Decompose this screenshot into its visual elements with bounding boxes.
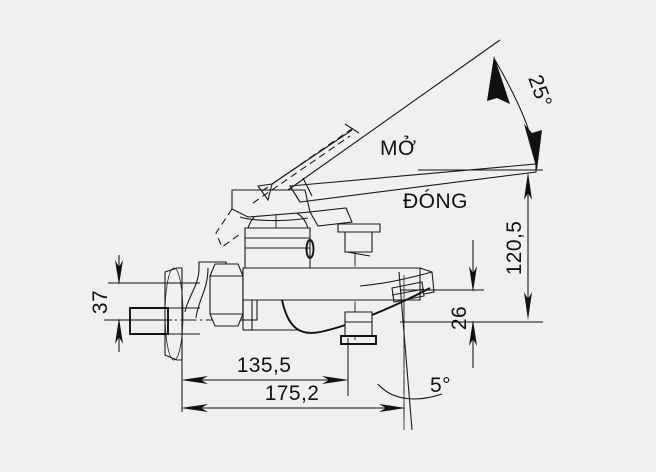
label-closed-position: ĐÓNG xyxy=(403,190,468,213)
diverter-knob-cap xyxy=(337,223,381,233)
lever-pivot-notch xyxy=(309,207,353,227)
union-bend-inner xyxy=(195,267,209,319)
angle-25-arc xyxy=(494,59,538,167)
dim-arrow-120-bottom xyxy=(524,292,532,320)
dimension-label-37: 37 xyxy=(89,290,112,314)
dimension-label-135-5: 135,5 xyxy=(237,354,292,377)
dimension-body-projection: 135,5 xyxy=(181,338,349,396)
lever-arm-open-dashed-lower xyxy=(252,135,351,204)
angle-5-arc xyxy=(377,383,443,400)
dim-arrow-175-left xyxy=(181,404,208,412)
dimension-label-175-2: 175,2 xyxy=(265,382,320,405)
dimension-overall-projection: 175,2 xyxy=(181,340,406,412)
dim-arrow-26-bottom xyxy=(469,320,477,346)
spout-top-inner-line xyxy=(359,271,433,287)
lever-arm-closed-rib xyxy=(302,177,313,197)
angle-25-arrowhead-top xyxy=(487,56,510,104)
dimension-label-5deg: 5° xyxy=(430,374,451,397)
dimension-label-26: 26 xyxy=(448,306,471,330)
wall-flange-ellipse xyxy=(164,267,184,361)
pivot-pin xyxy=(305,239,315,259)
lever-arm-open-dashed-upper xyxy=(261,125,357,192)
aerator-block xyxy=(391,281,425,303)
dimension-lever-swing-angle: 25° xyxy=(487,56,556,170)
angle-5-spout-axis xyxy=(398,271,413,431)
union-bend-outer xyxy=(184,267,200,313)
hex-coupling-nut xyxy=(209,263,244,327)
dim-arrow-175-right xyxy=(379,404,406,412)
body-main-block xyxy=(242,267,421,301)
inlet-pipe-stub xyxy=(129,307,169,335)
faucet-body-group xyxy=(129,39,537,361)
dim-arrow-37-top xyxy=(115,260,123,285)
label-open-position: MỞ xyxy=(380,136,417,160)
dim-arrow-26-top xyxy=(469,266,477,292)
diverter-knob-base xyxy=(346,251,371,257)
diverter-knob-body xyxy=(344,231,373,253)
angle-25-arrowhead-bottom xyxy=(524,124,542,170)
lever-arm-closed-endcap xyxy=(289,185,301,203)
dim-arrow-135-left xyxy=(181,376,208,384)
spout-underside-curve xyxy=(281,287,431,334)
shower-outlet-collar xyxy=(340,335,377,345)
dimension-spout-outlet-angle: 5° xyxy=(377,271,451,431)
spout-nose xyxy=(419,267,435,295)
dim-arrow-37-bottom xyxy=(115,318,123,344)
dimension-spout-height: 26 xyxy=(400,240,484,368)
lever-arm-open-tip-cap xyxy=(344,123,360,134)
lever-hub-closed xyxy=(231,189,311,218)
lever-hub-open-dashed xyxy=(215,208,241,248)
dim-arrow-120-top xyxy=(524,172,532,200)
dimension-inlet-center-height: 37 xyxy=(89,255,200,352)
shower-outlet-body xyxy=(344,311,373,337)
dim-arrow-135-right xyxy=(322,376,349,384)
lever-arm-open-upper xyxy=(287,39,501,191)
dimension-label-120-5: 120,5 xyxy=(503,221,526,276)
lever-hub-underside xyxy=(239,216,309,222)
lever-open-hub-wedge xyxy=(257,183,273,202)
dimension-overall-height: 120,5 xyxy=(418,169,543,323)
dimension-label-25deg: 25° xyxy=(523,72,556,111)
